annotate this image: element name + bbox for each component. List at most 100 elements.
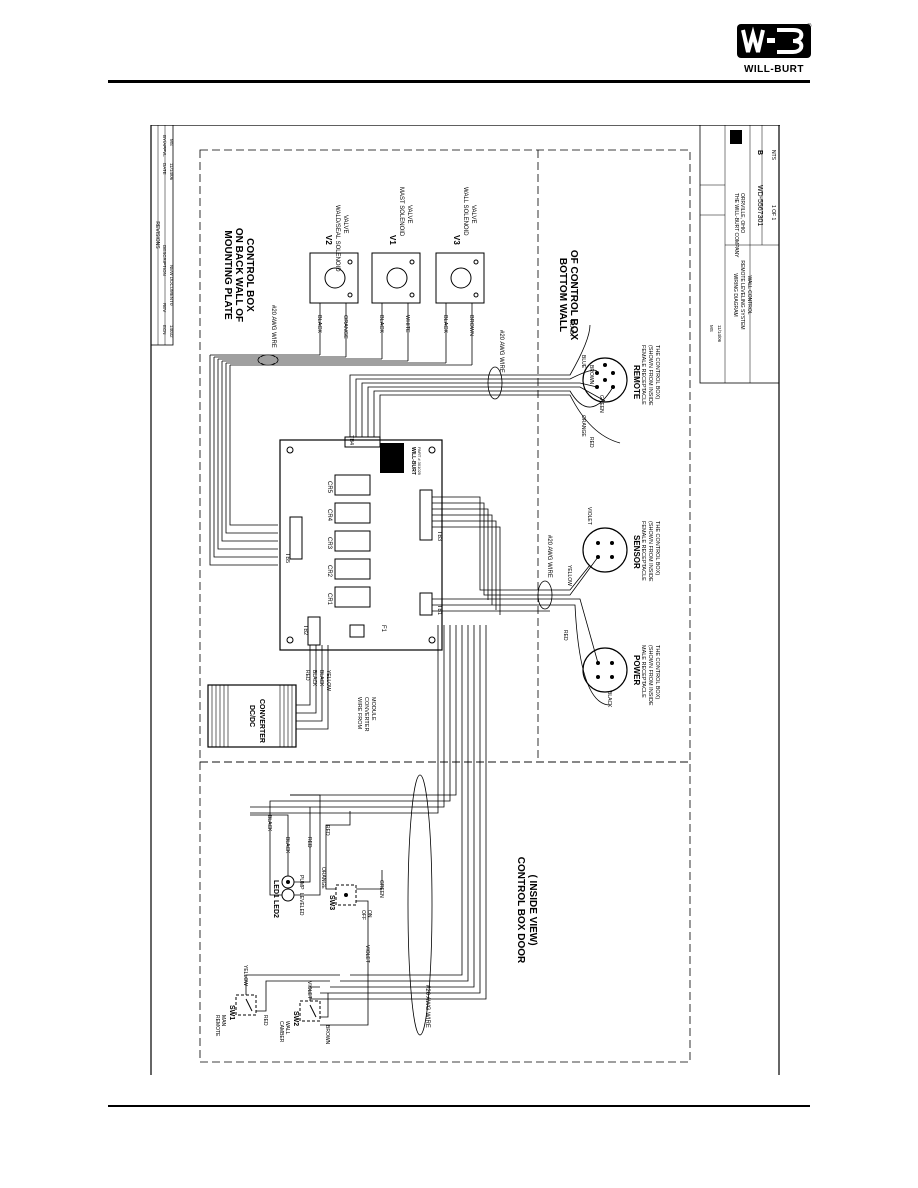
remote-wire-red: RED <box>588 437 594 448</box>
converter-label-1: DC/DC <box>248 705 255 727</box>
power-desc-3: THE CONTROL BOX) <box>654 645 660 699</box>
conv-wire-4: YELLOW <box>325 670 331 691</box>
power-wire-labels: RED BLACK <box>562 630 612 708</box>
v1-wire-1: BLACK <box>378 315 384 333</box>
remote-desc-3: THE CONTROL BOX) <box>654 345 660 399</box>
relay-cr1-label: CR1 <box>326 593 332 606</box>
valve-v1-desc-2: VALVE <box>406 205 412 223</box>
tb-company-2: ORRVILLE, OHIO <box>739 193 745 233</box>
conv-wire-3: BLACK <box>318 670 324 687</box>
sw3-wire-green: GREEN <box>378 880 384 898</box>
sw3-switch: SW3 OFF ON ORANGE GREEN VIOLET <box>320 811 384 1026</box>
remote-connector: REMOTE FEMALE RECEPTACLE (SHOWN FROM INS… <box>582 345 660 406</box>
valve-v3-desc-1: WALL SOLENOID <box>462 187 468 236</box>
led1-id: LED1 <box>272 880 279 898</box>
rev-row-by: MS <box>169 139 174 146</box>
sw1-sub-2: REMOTE <box>214 1015 220 1037</box>
board-logo-icon <box>380 443 404 473</box>
door-region <box>199 761 691 1063</box>
bottom-wall-label-1: BOTTOM WALL <box>557 258 568 332</box>
sensor-wire-violet: VIOLET <box>586 507 592 525</box>
conv-wire-2: BLACK <box>311 670 317 687</box>
valve-v2-desc-1: WALD/SEAL SOLENOID <box>334 205 340 272</box>
header-rule <box>108 80 810 83</box>
logo-text: WILL-BURT <box>743 64 805 75</box>
sensor-desc-1: FEMALE RECEPTACLE <box>640 521 646 581</box>
v1-wire-2: WHITE <box>404 315 410 333</box>
sw2-wire-brown: BROWN <box>324 1025 330 1045</box>
remote-wire-green: GREEN <box>598 395 604 413</box>
led2-sub: LEVELED <box>298 893 304 916</box>
led2-wire-2: RED <box>324 825 330 836</box>
title-block-logo-icon <box>730 130 742 144</box>
tb-sheet: 1 OF 1 <box>770 205 776 221</box>
sw1-wire-yellow: YELLOW <box>242 965 248 986</box>
conv-wire-1: RED <box>304 670 310 681</box>
tb1-label: TB1 <box>436 605 442 615</box>
relay-cr1 <box>334 586 371 608</box>
led2-wire-1: BLACK <box>266 815 272 832</box>
remote-wires <box>349 324 621 444</box>
valve-wires <box>209 303 473 566</box>
relay-cr5-label: CR5 <box>326 481 332 494</box>
tb-company-1: THE WILL-BURT COMPANY <box>733 193 739 258</box>
title-block: THE WILL-BURT COMPANY ORRVILLE, OHIO WIR… <box>699 124 780 384</box>
relay-cr4 <box>334 502 371 524</box>
wiring-diagram-sheet: REVISIONS ECN REV DESCRIPTION DATE BY/AP… <box>150 124 780 1075</box>
tb-title-3: WALL CONTROL <box>746 275 752 314</box>
tb-scale: NTS <box>770 150 776 161</box>
wire-from-converter-1: WIRE FROM <box>356 697 362 729</box>
sw2-sub-2: CAMBER <box>278 1021 284 1043</box>
rev-header-by: BY/APPVL <box>162 135 167 157</box>
rev-row-rev: 0 <box>169 303 174 306</box>
sw1-wire-red: RED <box>262 1015 268 1026</box>
valve-v2-id: V2 <box>324 235 333 245</box>
sw1-switch: SW1 MAN REMOTE YELLOW RED <box>214 965 340 1037</box>
valve-v1: V1 MAST SOLENOID VALVE <box>371 187 421 304</box>
v2-wire-2: ORANGE <box>342 315 348 339</box>
rev-header-rev: REV <box>162 303 167 312</box>
led1-sub: PUMP <box>298 875 304 890</box>
mounting-plate-label-2: ON BACK WALL OF <box>233 228 244 322</box>
circuit-board: CR5 CR4 CR3 CR2 CR1 F1 WILL-BURT PART # … <box>279 435 443 651</box>
valve-v3-id: V3 <box>452 235 461 245</box>
relay-cr2-label: CR2 <box>326 565 332 578</box>
awg-sensor-label: #20 AWG WIRE <box>546 535 552 578</box>
fuse-f1 <box>349 624 365 638</box>
sensor-title: SENSOR <box>632 535 641 569</box>
board-label-2: PART # 301029 <box>417 447 422 476</box>
sensor-desc-3: THE CONTROL BOX) <box>654 521 660 575</box>
relay-cr5 <box>334 474 371 496</box>
sensor-wire-labels: VIOLET YELLOW <box>566 507 592 586</box>
awg-top-label: #20 AWG WIRE <box>270 305 276 348</box>
svg-text:®: ® <box>807 23 812 30</box>
remote-wire-labels: BLACK BLUE BROWN GREEN ORANGE RED <box>568 320 604 448</box>
power-wire-red: RED <box>562 630 568 641</box>
led2-group <box>281 888 295 902</box>
footer-rule <box>108 1105 810 1107</box>
sensor-desc-2: (SHOWN FROM INSIDE <box>647 521 653 582</box>
valve-v3: V3 WALL SOLENOID VALVE <box>435 187 485 304</box>
remote-wire-black: BLACK <box>568 320 574 337</box>
bottom-wall-label-2: OF CONTROL BOX <box>568 250 579 341</box>
board-label-1: WILL-BURT <box>410 447 416 475</box>
power-desc-2: (SHOWN FROM INSIDE <box>647 645 653 706</box>
awg-door-label: #20 AWG WIRE <box>424 985 430 1028</box>
rev-header-date: DATE <box>162 163 167 175</box>
led1-wire-2: RED <box>306 837 312 848</box>
converter-label-2: CONVERTER <box>258 699 265 743</box>
sw2-id: SW2 <box>292 1011 299 1026</box>
valve-v1-id: V1 <box>388 235 397 245</box>
sw1-sub-1: MAN <box>220 1015 226 1027</box>
remote-desc-1: FEMALE RECEPTACLE <box>640 345 646 405</box>
valve-v2-desc-2: VALVE <box>342 215 348 233</box>
sw2-sub-1: WALL <box>284 1021 290 1035</box>
relay-cr2 <box>334 558 371 580</box>
v2-wire-1: BLACK <box>316 315 322 333</box>
remote-wire-orange: ORANGE <box>580 415 586 437</box>
awg-right-label: #20 AWG WIRE <box>498 330 504 373</box>
sensor-wires <box>432 496 599 615</box>
power-wire-black: BLACK <box>606 691 612 708</box>
led2-id: LED2 <box>272 900 279 918</box>
tb-dwg-no: WD-5567301 <box>756 185 763 226</box>
